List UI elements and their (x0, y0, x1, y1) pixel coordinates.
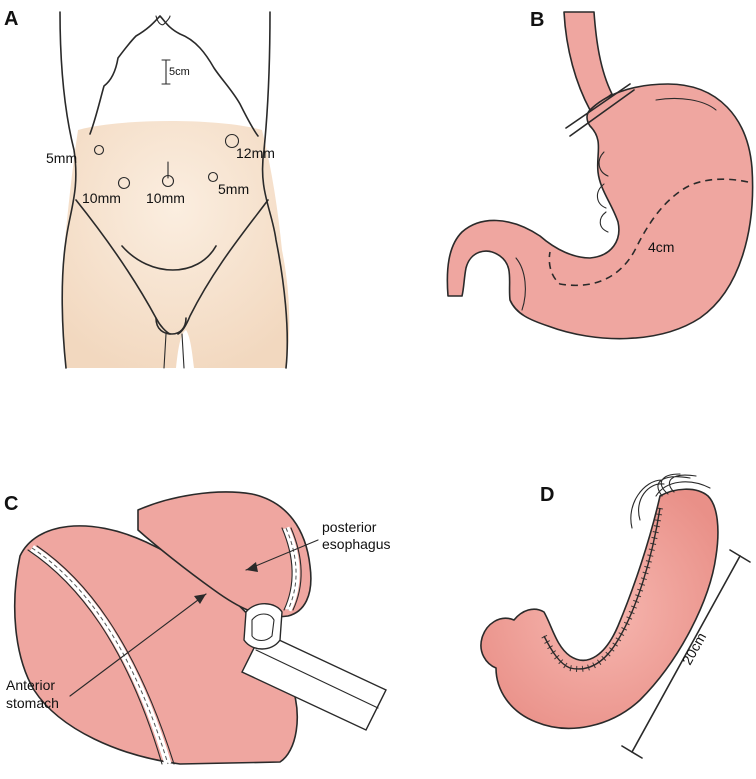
port-label-5mm-right: 5mm (218, 181, 249, 197)
posterior-staple-edge-2 (290, 527, 302, 611)
pylorus-crease (515, 257, 526, 311)
port-label-10mm-left: 10mm (82, 190, 121, 206)
panel-a: A 5cm 5mm 10mm 10mm 5mm 12mm (4, 8, 290, 369)
stapler-shaft-line (255, 649, 379, 709)
panel-d-letter: D (540, 484, 554, 506)
esophagus-strands (630, 473, 711, 529)
arrowhead-posterior (246, 562, 258, 572)
port-5mm-left (93, 144, 105, 156)
torso-left-outline (59, 11, 77, 369)
esophagus (563, 11, 613, 111)
posterior-esophagus-lobe (137, 491, 312, 618)
torso-right-outline (261, 11, 289, 369)
port-5mm-right (207, 171, 219, 183)
posterior-staple-dashes (285, 527, 297, 611)
arrow-posterior-esophagus (245, 539, 319, 571)
fundus-fold (655, 97, 717, 111)
groin-left (75, 199, 171, 335)
port-label-12mm: 12mm (236, 145, 275, 161)
transection-line-1 (565, 83, 631, 129)
label-anterior: Anterior (6, 677, 55, 693)
stapler-jaw (251, 613, 275, 642)
stapler-head (243, 603, 283, 650)
measure-tick-top (729, 549, 751, 563)
arrow-anterior-stomach (69, 593, 207, 697)
panel-d: D 20cm (480, 473, 751, 759)
panel-c-letter: C (4, 493, 18, 515)
measure-line-20cm (631, 555, 741, 753)
panel-b: B 4cm (446, 9, 754, 340)
anterior-staple-dashes (31, 547, 169, 765)
leg-gap-left (163, 333, 167, 369)
label-posterior: posterior (322, 519, 377, 535)
transection-line-2 (569, 89, 635, 137)
port-label-10mm-center: 10mm (146, 190, 185, 206)
measure-label-4cm: 4cm (648, 239, 674, 255)
label-stomach: stomach (6, 695, 59, 711)
anterior-staple-edge-1 (27, 549, 163, 765)
sleeve-stomach (480, 488, 719, 730)
arrowhead-anterior (194, 594, 206, 604)
stapler-shaft (241, 631, 387, 731)
sleeve-staple-line (543, 507, 661, 670)
port-10mm-center (161, 174, 175, 188)
xiphoid (155, 15, 171, 26)
posterior-staple-edge-1 (281, 527, 293, 611)
lower-abdomen-curve (121, 245, 217, 271)
lesser-curvature-bumps (596, 151, 609, 233)
resection-dashed-line (548, 178, 749, 287)
leg-gap-right (181, 333, 185, 369)
measure-tick-bottom (621, 745, 643, 759)
stapler-instrument (241, 603, 387, 731)
costal-margin (89, 15, 259, 137)
port-10mm-left (117, 176, 131, 190)
panel-c: C posterior esophagus Anterior stomach (4, 491, 391, 766)
label-esophagus: esophagus (322, 536, 391, 552)
genital-outline (155, 317, 187, 335)
port-label-5mm-left: 5mm (46, 150, 77, 166)
scale-bar-5cm (161, 59, 171, 85)
scale-label-5cm: 5cm (169, 66, 190, 78)
port-12mm (224, 133, 240, 149)
panel-a-letter: A (4, 8, 18, 30)
anterior-stomach-lobe (13, 525, 298, 765)
stomach-whole (446, 83, 754, 340)
panel-b-letter: B (530, 9, 544, 31)
anterior-staple-edge-2 (36, 545, 175, 765)
